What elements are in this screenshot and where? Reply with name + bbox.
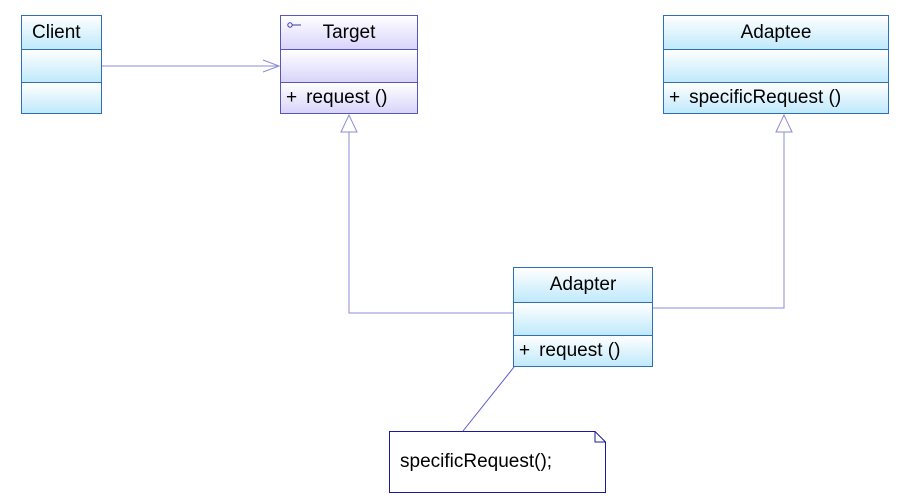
operation-visibility: + bbox=[669, 87, 681, 108]
note[interactable]: specificRequest(); bbox=[389, 431, 606, 493]
note-text: specificRequest(); bbox=[400, 451, 553, 472]
class-client[interactable]: Client bbox=[21, 15, 102, 114]
class-adaptee-name-compartment: Adaptee bbox=[664, 16, 888, 49]
hollow-triangle-arrowhead-icon bbox=[340, 113, 358, 133]
note-shape bbox=[389, 431, 606, 493]
operation-signature: specificRequest () bbox=[689, 87, 842, 108]
class-adapter-name-compartment: Adapter bbox=[514, 268, 652, 302]
interface-lollipop-icon bbox=[287, 22, 301, 28]
class-target[interactable]: Target + request () bbox=[280, 15, 418, 114]
class-target-operation[interactable]: + request () bbox=[281, 82, 417, 113]
hollow-triangle-arrowhead-icon bbox=[775, 113, 793, 133]
operation-signature: request () bbox=[306, 87, 388, 108]
operation-visibility: + bbox=[519, 340, 531, 361]
class-target-name-compartment: Target bbox=[281, 16, 417, 49]
class-client-name-compartment: Client bbox=[22, 16, 101, 49]
class-adaptee-attributes-compartment bbox=[664, 49, 888, 82]
open-arrowhead-icon bbox=[262, 59, 281, 73]
class-target-attributes-compartment bbox=[281, 49, 417, 82]
class-client-attributes-compartment bbox=[22, 49, 101, 82]
note-anchor-line[interactable] bbox=[462, 361, 519, 432]
class-adaptee-name: Adaptee bbox=[740, 21, 812, 43]
class-client-operations-compartment bbox=[22, 82, 101, 113]
operation-visibility: + bbox=[286, 87, 298, 108]
class-adapter[interactable]: Adapter + request () bbox=[513, 267, 653, 367]
operation-signature: request () bbox=[539, 340, 621, 361]
class-target-name: Target bbox=[322, 21, 376, 43]
class-adaptee-operation[interactable]: + specificRequest () bbox=[664, 82, 888, 113]
class-client-name: Client bbox=[32, 21, 81, 43]
class-adapter-operation[interactable]: + request () bbox=[514, 335, 652, 366]
class-adaptee[interactable]: Adaptee + specificRequest () bbox=[663, 15, 889, 114]
class-adapter-attributes-compartment bbox=[514, 302, 652, 335]
note-folded-corner-icon bbox=[594, 431, 606, 443]
generalization-adapter-adaptee[interactable] bbox=[653, 113, 793, 309]
association-client-target[interactable] bbox=[102, 59, 281, 73]
class-adapter-name: Adapter bbox=[549, 274, 617, 295]
realization-adapter-target[interactable] bbox=[340, 113, 513, 314]
